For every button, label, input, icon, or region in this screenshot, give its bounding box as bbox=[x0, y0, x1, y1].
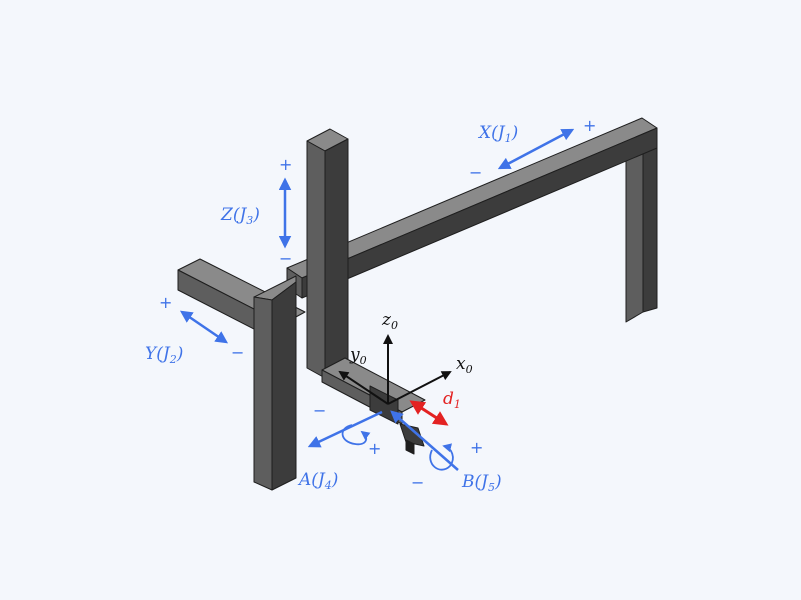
rotation-arrow-icon bbox=[429, 443, 454, 471]
y-joint-plus: + bbox=[159, 293, 172, 312]
a-joint-label: A(J4) bbox=[297, 470, 338, 492]
b-joint-arrow bbox=[390, 410, 459, 471]
right-leg bbox=[625, 131, 658, 323]
x-joint-arrow bbox=[497, 128, 575, 170]
y0-axis-label: y0 bbox=[349, 345, 367, 367]
d1-offset-label: d1 bbox=[443, 389, 461, 411]
x-joint-minus: − bbox=[469, 163, 482, 182]
a-joint-plus: + bbox=[368, 439, 381, 458]
a-joint-arrow bbox=[307, 410, 383, 448]
x-joint-label: X(J1) bbox=[477, 123, 518, 145]
left-leg bbox=[253, 275, 297, 491]
y-joint-label: Y(J2) bbox=[145, 344, 183, 366]
b-joint-label: B(J5) bbox=[461, 472, 502, 494]
z-column bbox=[306, 128, 349, 379]
y-joint-minus: − bbox=[231, 343, 244, 362]
rotation-arrow-icon bbox=[341, 424, 371, 446]
x-joint-plus: + bbox=[583, 116, 596, 135]
x0-axis-label: x0 bbox=[456, 354, 473, 376]
z0-axis-label: z0 bbox=[381, 310, 398, 332]
b-joint-minus: − bbox=[411, 473, 424, 492]
z-joint-minus: − bbox=[279, 249, 292, 268]
offset-arrow bbox=[409, 400, 449, 426]
base-frame-axes bbox=[338, 334, 452, 405]
b-joint-plus: + bbox=[470, 438, 483, 457]
y-joint-arrow bbox=[179, 310, 229, 344]
a-joint-minus: − bbox=[313, 401, 326, 420]
z-joint-plus: + bbox=[279, 155, 292, 174]
z-joint-label: Z(J3) bbox=[220, 205, 260, 227]
